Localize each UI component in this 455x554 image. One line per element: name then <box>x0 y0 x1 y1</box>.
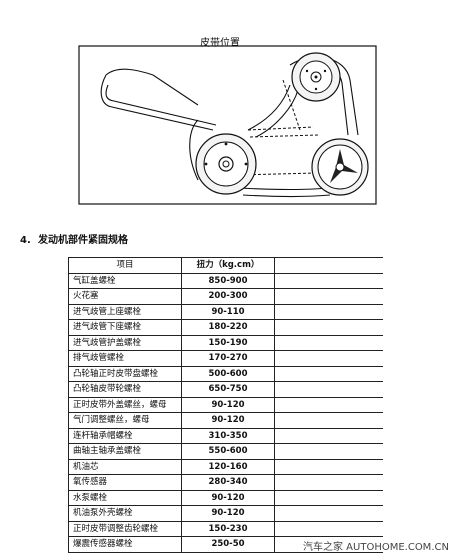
item-cell: 排气歧管螺栓 <box>68 350 182 367</box>
item-cell: 气缸盖螺栓 <box>68 272 182 289</box>
spacer-cell <box>274 443 383 460</box>
item-cell: 曲轴主轴承盖螺栓 <box>68 443 182 460</box>
torque-cell: 150-230 <box>181 520 275 537</box>
spacer-cell <box>274 520 383 537</box>
item-cell: 火花塞 <box>68 288 182 305</box>
item-cell: 氧传感器 <box>68 474 182 491</box>
spacer-cell <box>274 334 383 351</box>
item-cell: 机油泵外壳螺栓 <box>68 505 182 522</box>
figure-title: 皮带位置 <box>200 38 240 49</box>
torque-cell: 650-750 <box>181 381 275 398</box>
item-cell: 进气歧管上座螺栓 <box>68 303 182 320</box>
spacer-cell <box>274 427 383 444</box>
torque-cell: 90-110 <box>181 303 275 320</box>
spacer-cell <box>274 381 383 398</box>
spacer-cell <box>274 288 383 305</box>
item-cell: 正时皮带外盖螺丝，螺母 <box>68 396 182 413</box>
belt <box>100 56 359 198</box>
torque-cell: 90-120 <box>181 505 275 522</box>
table-header-row: 项目 扭力（kg.cm） <box>68 257 383 274</box>
belt-diagram <box>78 45 377 205</box>
spacer-cell <box>274 505 383 522</box>
section-heading: 4. 发动机部件紧固规格 <box>20 231 128 246</box>
item-cell: 爆震传感器螺栓 <box>68 536 182 553</box>
item-cell: 凸轮轴正时皮带盘螺栓 <box>68 365 182 382</box>
torque-cell: 250-50 <box>181 536 275 553</box>
alternator-pulley <box>311 138 369 196</box>
item-cell: 气门调整螺丝，螺母 <box>68 412 182 429</box>
item-cell: 连杆轴承帽螺栓 <box>68 427 182 444</box>
torque-cell: 500-600 <box>181 365 275 382</box>
item-cell: 水泵螺栓 <box>68 489 182 506</box>
column-spacer <box>274 257 383 274</box>
spacer-cell <box>274 303 383 320</box>
torque-cell: 150-190 <box>181 334 275 351</box>
spacer-cell <box>274 319 383 336</box>
item-cell: 进气歧管下座螺栓 <box>68 319 182 336</box>
spacer-cell <box>274 272 383 289</box>
spacer-cell <box>274 458 383 475</box>
torque-cell: 850-900 <box>181 272 275 289</box>
spacer-cell <box>274 412 383 429</box>
diagram-frame <box>78 45 377 205</box>
torque-cell: 200-300 <box>181 288 275 305</box>
belt-dashed <box>237 79 319 176</box>
spacer-cell <box>274 474 383 491</box>
column-header-torque: 扭力（kg.cm） <box>181 257 275 274</box>
section-title: 发动机部件紧固规格 <box>38 235 128 246</box>
column-header-item: 项目 <box>68 257 182 274</box>
torque-cell: 550-600 <box>181 443 275 460</box>
item-cell: 正时皮带调整齿轮螺栓 <box>68 520 182 537</box>
crank-pulley <box>195 133 257 195</box>
spacer-cell <box>274 350 383 367</box>
torque-cell: 310-350 <box>181 427 275 444</box>
torque-cell: 90-120 <box>181 396 275 413</box>
torque-cell: 170-270 <box>181 350 275 367</box>
torque-cell: 280-340 <box>181 474 275 491</box>
watermark: 汽车之家 AUTOHOME.COM.CN <box>303 542 449 553</box>
torque-cell: 180-220 <box>181 319 275 336</box>
torque-cell: 90-120 <box>181 489 275 506</box>
top-pulley <box>291 52 341 102</box>
spacer-cell <box>274 489 383 506</box>
item-cell: 进气歧管护盖螺栓 <box>68 334 182 351</box>
spacer-cell <box>274 536 383 553</box>
spacer-cell <box>274 365 383 382</box>
item-cell: 凸轮轴皮带轮螺栓 <box>68 381 182 398</box>
spacer-cell <box>274 396 383 413</box>
torque-cell: 120-160 <box>181 458 275 475</box>
section-number: 4. <box>20 235 31 246</box>
torque-cell: 90-120 <box>181 412 275 429</box>
item-cell: 机油芯 <box>68 458 182 475</box>
